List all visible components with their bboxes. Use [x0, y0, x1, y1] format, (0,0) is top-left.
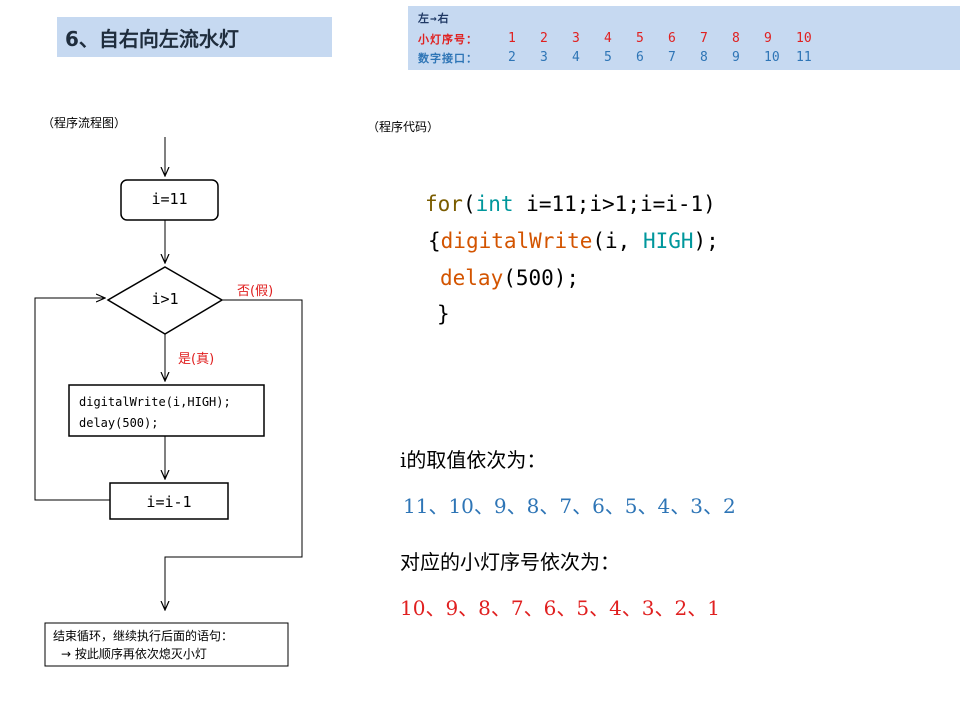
port-number-7: 8 — [700, 50, 708, 65]
init-box — [120, 179, 219, 221]
port-number-values: 2 3 4 5 6 7 8 9 10 11 — [508, 50, 828, 65]
port-number-6: 7 — [668, 50, 676, 65]
loop-body-box — [68, 384, 265, 437]
exit-branch-arrow — [165, 299, 303, 610]
loop-back-arrow — [34, 298, 110, 501]
init-text: i=11 — [151, 190, 188, 208]
flowchart-caption: （程序流程图） — [42, 116, 127, 130]
led-order-values: 10、9、8、7、6、5、4、3、2、1 — [400, 596, 720, 620]
led-number-values: 1 2 3 4 5 6 7 8 9 10 — [508, 31, 828, 46]
port-number-10: 11 — [796, 50, 812, 65]
page-title-box: 6、自右向左流水灯 — [57, 17, 332, 57]
body-line-1: digitalWrite(i,HIGH); — [79, 395, 231, 409]
led-order-heading: 对应的小灯序号依次为： — [400, 550, 620, 574]
led-number-5: 5 — [636, 31, 644, 46]
led-number-1: 1 — [508, 31, 516, 46]
end-line-2: → 按此顺序再依次熄灭小灯 — [61, 647, 207, 661]
led-number-10: 10 — [796, 31, 812, 46]
no-label: 否(假) — [237, 284, 274, 299]
end-line-1: 结束循环，继续执行后面的语句： — [53, 629, 234, 643]
port-number-2: 3 — [540, 50, 548, 65]
page-title: 6、自右向左流水灯 — [65, 26, 239, 51]
led-number-6: 6 — [668, 31, 676, 46]
end-box — [44, 622, 289, 667]
port-number-5: 6 — [636, 50, 644, 65]
led-number-9: 9 — [764, 31, 772, 46]
code-caption: （程序代码） — [367, 120, 440, 134]
port-number-3: 4 — [572, 50, 580, 65]
condition-text: i>1 — [151, 290, 179, 308]
code-line-2: {digitalWrite(i, HIGH); — [428, 229, 719, 253]
led-number-2: 2 — [540, 31, 548, 46]
port-number-4: 5 — [604, 50, 612, 65]
decrement-text: i=i-1 — [146, 493, 192, 511]
code-line-4: } — [437, 302, 450, 326]
led-number-8: 8 — [732, 31, 740, 46]
yes-label: 是(真) — [178, 352, 215, 367]
led-number-7: 7 — [700, 31, 708, 46]
led-number-label: 小灯序号： — [418, 33, 478, 46]
body-line-2: delay(500); — [79, 416, 159, 430]
port-number-row: 数字接口： 2 3 4 5 6 7 8 9 10 11 — [418, 50, 812, 66]
port-number-1: 2 — [508, 50, 516, 65]
led-number-3: 3 — [572, 31, 580, 46]
led-number-row: 小灯序号： 1 2 3 4 5 6 7 8 9 10 — [418, 31, 812, 47]
code-line-3: delay(500); — [440, 266, 580, 290]
port-number-8: 9 — [732, 50, 740, 65]
direction-header: 左→右 — [418, 12, 450, 25]
i-values-heading: i的取值依次为： — [400, 448, 547, 472]
decrement-box — [109, 482, 229, 520]
led-number-4: 4 — [604, 31, 612, 46]
pin-mapping-box: 左→右 小灯序号： 1 2 3 4 5 6 7 8 9 10 数字接口： 2 3 4 5 6 7 8 9 10 11 — [408, 6, 960, 70]
code-line-1: for(int i=11;i>1;i=i-1) — [425, 192, 716, 216]
i-values: 11、10、9、8、7、6、5、4、3、2 — [403, 494, 736, 518]
port-number-9: 10 — [764, 50, 780, 65]
port-number-label: 数字接口： — [418, 52, 478, 65]
